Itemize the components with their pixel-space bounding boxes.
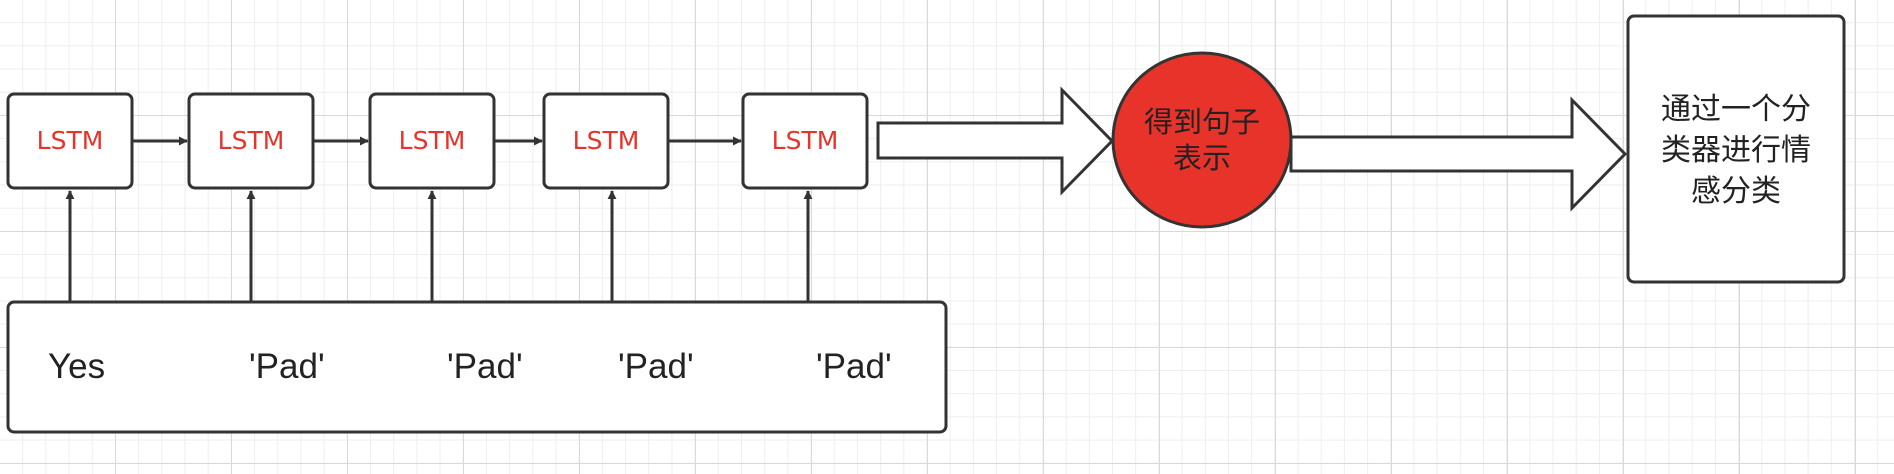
lstm-cell-label: LSTM xyxy=(218,126,285,155)
classifier-line-2: 类器进行情 xyxy=(1661,133,1811,168)
sentence-representation-node: 得到句子 表示 xyxy=(1111,51,1293,229)
token-label: 'Pad' xyxy=(816,347,892,386)
lstm-cell-3: LSTM xyxy=(368,92,496,190)
lstm-cell-2: LSTM xyxy=(187,92,315,190)
lstm-cell-label: LSTM xyxy=(37,126,104,155)
block-arrow-to-classifier xyxy=(1289,96,1628,212)
lstm-cell-label: LSTM xyxy=(772,126,839,155)
block-arrow-to-sentence xyxy=(876,86,1115,196)
classifier-node: 通过一个分 类器进行情 感分类 xyxy=(1626,14,1846,284)
classifier-line-1: 通过一个分 xyxy=(1661,92,1811,127)
lstm-cell-4: LSTM xyxy=(542,92,670,190)
lstm-cell-label: LSTM xyxy=(399,126,466,155)
classifier-line-3: 感分类 xyxy=(1691,174,1781,209)
lstm-cell-label: LSTM xyxy=(573,126,640,155)
sentence-node-line-2: 表示 xyxy=(1173,141,1231,175)
token-label: 'Pad' xyxy=(447,347,523,386)
token-label: Yes xyxy=(48,347,105,386)
sentence-node-line-1: 得到句子 xyxy=(1144,105,1260,139)
lstm-cell-5: LSTM xyxy=(741,92,869,190)
token-label: 'Pad' xyxy=(618,347,694,386)
lstm-cell-1: LSTM xyxy=(6,92,134,190)
token-input-box xyxy=(6,300,948,434)
token-label: 'Pad' xyxy=(249,347,325,386)
